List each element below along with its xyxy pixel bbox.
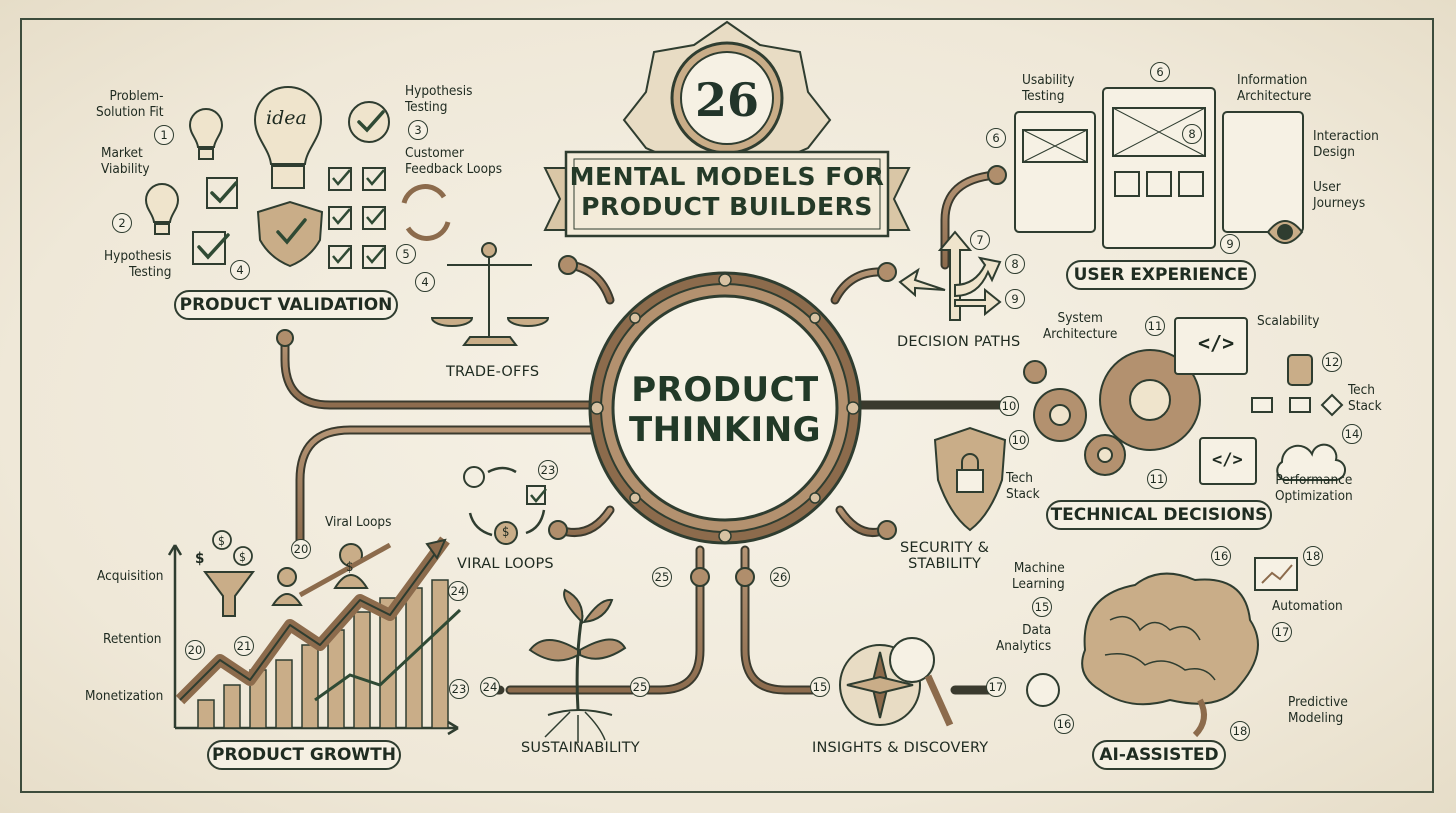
label-sustainability: SUSTAINABILITY: [521, 740, 640, 756]
number-badge: 4: [230, 260, 250, 280]
title-banner: MENTAL MODELS FOR PRODUCT BUILDERS: [568, 154, 886, 230]
outer-frame: [20, 18, 1434, 793]
dollar-icon: $: [218, 534, 225, 548]
number-badge: 21: [234, 636, 254, 656]
label-trade-offs: TRADE-OFFS: [446, 364, 540, 380]
center-line-1: PRODUCT: [631, 370, 819, 410]
label-user-journeys: User Journeys: [1313, 179, 1366, 211]
number-badge: 11: [1145, 316, 1165, 336]
label-performance-optimization: Performance Optimization: [1275, 472, 1353, 504]
number-badge: 20: [291, 539, 311, 559]
number-badge: 20: [185, 640, 205, 660]
number-badge: 4: [415, 272, 435, 292]
dollar-icon: $: [239, 550, 246, 564]
number-badge: 25: [652, 567, 672, 587]
label-retention: Retention: [103, 631, 162, 647]
label-usability: Usability Testing: [1022, 72, 1075, 104]
number-badge: 1: [154, 125, 174, 145]
label-scalability: Scalability: [1257, 313, 1320, 329]
number-badge: 2: [112, 213, 132, 233]
number-badge: 15: [1032, 597, 1052, 617]
number-badge: 26: [770, 567, 790, 587]
number-badge: 23: [449, 679, 469, 699]
label-automation: Automation: [1272, 598, 1343, 614]
number-badge: 5: [396, 244, 416, 264]
idea-text: idea: [266, 107, 307, 129]
heading-ai-assisted: AI-ASSISTED: [1092, 740, 1226, 770]
number-badge: 14: [1342, 424, 1362, 444]
label-tech-stack-left: Tech Stack: [1006, 470, 1040, 502]
label-interaction-design: Interaction Design: [1313, 128, 1379, 160]
heading-technical-decisions: TECHNICAL DECISIONS: [1046, 500, 1272, 530]
label-system-architecture: System Architecture: [1043, 310, 1118, 342]
label-customer-feedback: Customer Feedback Loops: [405, 145, 503, 177]
heading-product-validation: PRODUCT VALIDATION: [174, 290, 398, 320]
number-badge: 16: [1054, 714, 1074, 734]
code-icon: </>: [1198, 331, 1235, 355]
title-line-2: PRODUCT BUILDERS: [581, 192, 873, 221]
title-number: 26: [694, 73, 759, 127]
label-security-stability: SECURITY & STABILITY: [900, 540, 990, 572]
number-badge: 12: [1322, 352, 1342, 372]
number-badge: 24: [448, 581, 468, 601]
central-hub: PRODUCT THINKING: [620, 360, 830, 460]
code-icon: </>: [1212, 450, 1243, 470]
label-acquisition: Acquisition: [97, 568, 164, 584]
number-badge: 8: [1005, 254, 1025, 274]
heading-user-experience: USER EXPERIENCE: [1066, 260, 1256, 290]
number-badge: 15: [810, 677, 830, 697]
dollar-icon: $: [195, 549, 205, 567]
number-badge: 23: [538, 460, 558, 480]
label-machine-learning: Machine Learning: [1012, 560, 1065, 592]
number-badge: 8: [1182, 124, 1202, 144]
number-badge: 16: [1211, 546, 1231, 566]
number-badge: 24: [480, 677, 500, 697]
label-insights-discovery: INSIGHTS & DISCOVERY: [812, 740, 989, 756]
number-badge: 6: [986, 128, 1006, 148]
number-badge: 18: [1303, 546, 1323, 566]
label-viral-loops-growth: Viral Loops: [325, 514, 392, 530]
center-line-2: THINKING: [628, 410, 822, 450]
number-badge: 18: [1230, 721, 1250, 741]
number-badge: 10: [1009, 430, 1029, 450]
number-badge: 9: [1005, 289, 1025, 309]
label-monetization: Monetization: [85, 688, 164, 704]
number-badge: 9: [1220, 234, 1240, 254]
label-viral-loops: VIRAL LOOPS: [457, 556, 554, 572]
title-line-1: MENTAL MODELS FOR: [569, 162, 885, 191]
number-badge: 6: [1150, 62, 1170, 82]
number-badge: 3: [408, 120, 428, 140]
label-hypothesis-top: Hypothesis Testing: [405, 83, 473, 115]
number-badge: 7: [970, 230, 990, 250]
label-market-viability: Market Viability: [101, 145, 150, 177]
label-data-analytics: Data Analytics: [996, 622, 1052, 654]
number-badge: 10: [999, 396, 1019, 416]
dollar-icon: $: [346, 560, 354, 575]
label-tech-stack-right: Tech Stack: [1348, 382, 1382, 414]
label-information-architecture: Information Architecture: [1237, 72, 1312, 104]
number-badge: 17: [1272, 622, 1292, 642]
label-predictive-modeling: Predictive Modeling: [1288, 694, 1348, 726]
label-hypothesis-left: Hypothesis Testing: [104, 248, 172, 280]
dollar-icon: $: [502, 525, 510, 540]
label-decision-paths: DECISION PATHS: [897, 334, 1021, 350]
number-badge: 11: [1147, 469, 1167, 489]
heading-product-growth: PRODUCT GROWTH: [207, 740, 401, 770]
number-badge: 17: [986, 677, 1006, 697]
label-problem-solution: Problem- Solution Fit: [96, 88, 164, 120]
number-badge: 25: [630, 677, 650, 697]
